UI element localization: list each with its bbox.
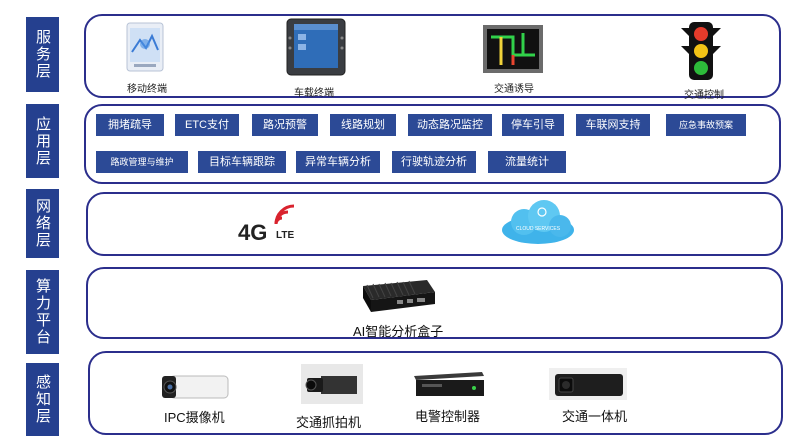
- layer-label-network-text: 网络层: [34, 198, 51, 249]
- app-tag-etc-payment[interactable]: ETC支付: [175, 114, 239, 136]
- layer-label-application: 应用层: [26, 104, 59, 178]
- lte-logo: 4G LTE: [238, 202, 304, 246]
- network-layer-panel: [86, 192, 783, 256]
- app-tag-trajectory-analysis[interactable]: 行驶轨迹分析: [392, 151, 476, 173]
- layer-label-perception-text: 感知层: [34, 374, 51, 425]
- vehicle-terminal-caption: 车载终端: [294, 88, 334, 99]
- traffic-guidance-screen-icon: [483, 25, 543, 73]
- vehicle-terminal-icon: [286, 18, 346, 76]
- ipc-camera-caption: IPC摄像机: [164, 410, 225, 425]
- traffic-signal-image: [679, 20, 723, 82]
- layer-label-service: 服务层: [26, 17, 59, 92]
- layer-label-network: 网络层: [26, 189, 59, 258]
- app-tag-emergency-plan[interactable]: 应急事故预案: [666, 114, 746, 136]
- layer-label-compute-text: 算力平台: [34, 278, 51, 346]
- app-tag-parking-guidance[interactable]: 停车引导: [502, 114, 564, 136]
- integrated-device-caption: 交通一体机: [562, 409, 628, 424]
- police-controller-caption: 电警控制器: [415, 409, 481, 424]
- capture-camera-caption: 交通抓拍机: [296, 415, 362, 430]
- ai-box-caption: AI智能分析盒子: [353, 324, 444, 339]
- traffic-guidance-image: [483, 25, 543, 73]
- vehicle-terminal-image: [286, 18, 346, 76]
- lte-sub-text: LTE: [276, 230, 295, 241]
- app-tag-vehicle-network[interactable]: 车联网支持: [576, 114, 650, 136]
- ipc-camera-image: [160, 372, 230, 402]
- app-tag-dynamic-monitoring[interactable]: 动态路况监控: [408, 114, 492, 136]
- ai-box-image: [357, 276, 437, 316]
- app-tag-congestion[interactable]: 拥堵疏导: [96, 114, 164, 136]
- capture-camera-icon: [301, 364, 363, 404]
- layer-label-perception: 感知层: [26, 363, 59, 436]
- app-tag-abnormal-vehicle[interactable]: 异常车辆分析: [296, 151, 380, 173]
- lte-4g-text: 4G: [238, 220, 268, 245]
- app-tag-route-planning[interactable]: 线路规划: [330, 114, 396, 136]
- capture-camera-image: [301, 364, 363, 404]
- cloud-services-text: CLOUD SERVICES: [515, 226, 561, 232]
- app-tag-target-tracking[interactable]: 目标车辆跟踪: [198, 151, 286, 173]
- ai-analysis-box-icon: [363, 280, 435, 312]
- police-controller-image: [412, 370, 486, 398]
- electronic-police-controller-icon: [414, 372, 484, 396]
- mobile-phone-icon: [126, 22, 164, 72]
- layer-label-service-text: 服务层: [34, 29, 51, 80]
- mobile-terminal-caption: 移动终端: [127, 84, 167, 95]
- cloud-icon: [502, 200, 574, 244]
- app-tag-road-warning[interactable]: 路况预警: [252, 114, 318, 136]
- ipc-camera-icon: [162, 375, 229, 399]
- integrated-device-icon: [549, 368, 627, 400]
- layer-label-application-text: 应用层: [34, 115, 51, 167]
- mobile-terminal-image: [126, 22, 164, 72]
- wireless-signal-icon: [274, 204, 295, 225]
- traffic-guidance-caption: 交通诱导: [494, 84, 534, 95]
- traffic-signal-caption: 交通控制: [684, 90, 724, 101]
- cloud-services-logo: CLOUD SERVICES: [498, 198, 578, 248]
- layer-label-compute: 算力平台: [26, 270, 59, 354]
- service-layer-panel: [84, 14, 781, 98]
- traffic-light-icon: [681, 22, 721, 80]
- integrated-device-image: [549, 368, 627, 400]
- app-tag-road-maintenance[interactable]: 路政管理与维护: [96, 151, 188, 173]
- app-tag-traffic-statistics[interactable]: 流量统计: [488, 151, 566, 173]
